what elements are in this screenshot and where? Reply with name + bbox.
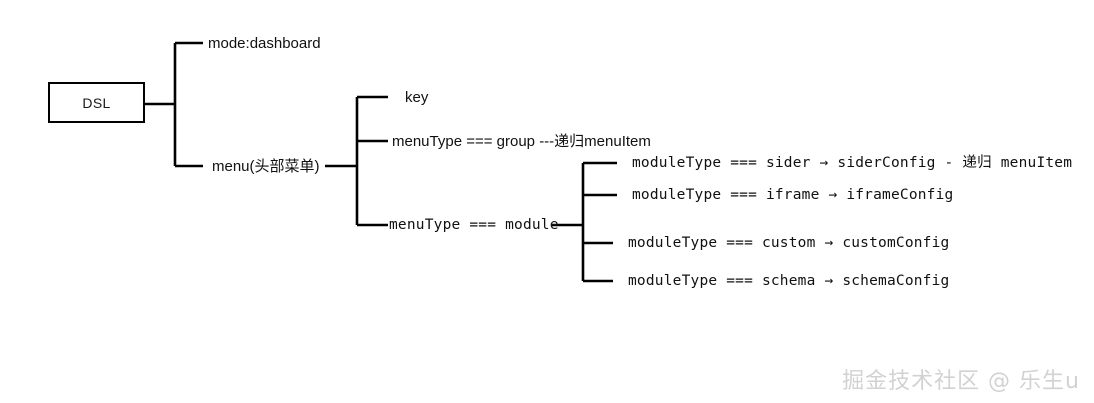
node-module-type-schema[interactable]: moduleType === schema → schemaConfig bbox=[628, 273, 950, 289]
node-module-type-custom[interactable]: moduleType === custom → customConfig bbox=[628, 235, 950, 251]
node-module-type-sider[interactable]: moduleType === sider → siderConfig - 递归 … bbox=[632, 155, 1073, 171]
watermark: 掘金技术社区 @ 乐生u bbox=[842, 369, 1080, 394]
node-menu-type-group[interactable]: menuType === group ---递归menuItem bbox=[392, 133, 651, 150]
node-module-type-iframe[interactable]: moduleType === iframe → iframeConfig bbox=[632, 187, 954, 203]
node-menu[interactable]: menu(头部菜单) bbox=[212, 158, 320, 175]
node-mode-dashboard[interactable]: mode:dashboard bbox=[208, 35, 321, 52]
node-key[interactable]: key bbox=[405, 89, 429, 106]
node-dsl-label: DSL bbox=[82, 94, 111, 111]
node-menu-type-module[interactable]: menuType === module bbox=[389, 217, 559, 233]
node-dsl-root[interactable]: DSL bbox=[48, 82, 145, 123]
